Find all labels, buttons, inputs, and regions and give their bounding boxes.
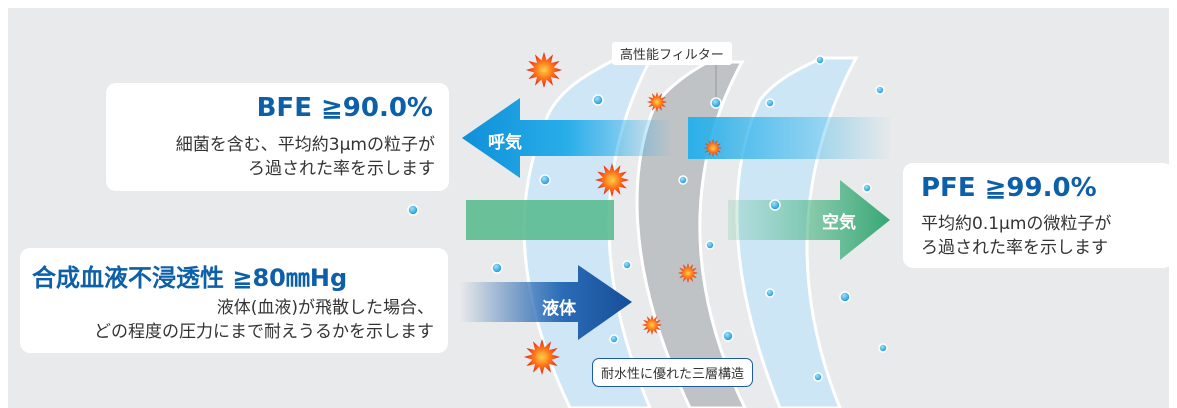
blood-description-line2: どの程度の圧力にまで耐えうるかを示します bbox=[94, 322, 434, 342]
air-arrow-left bbox=[466, 200, 614, 240]
bacteria-burst-icon bbox=[642, 315, 662, 335]
blood-resistance-box: 合成血液不浸透性 ≧80㎜Hg 液体(血液)が飛散した場合、 どの程度の圧力にま… bbox=[20, 248, 448, 353]
particle-dot bbox=[678, 175, 688, 185]
bfe-description-line2: ろ過された率を示します bbox=[248, 159, 435, 179]
pfe-title: PFE ≧99.0% bbox=[921, 173, 1097, 203]
particle-dot bbox=[539, 174, 551, 186]
particle-dot bbox=[592, 94, 604, 106]
particle-dot bbox=[862, 183, 872, 193]
particle-dot bbox=[765, 288, 775, 298]
pfe-box: PFE ≧99.0% 平均約0.1μmの微粒子が ろ過された率を示します bbox=[903, 163, 1173, 268]
liquid-label: 液体 bbox=[542, 299, 576, 319]
air-arrow bbox=[728, 180, 890, 260]
filter-callout: 高性能フィルター bbox=[612, 42, 732, 65]
particle-dot bbox=[813, 372, 823, 382]
blood-resistance-title: 合成血液不浸透性 ≧80㎜Hg bbox=[32, 264, 348, 292]
blood-description-line1: 液体(血液)が飛散した場合、 bbox=[216, 298, 434, 318]
exhale-arrow bbox=[462, 98, 672, 178]
particle-dot bbox=[622, 260, 632, 270]
bacteria-burst-icon bbox=[704, 139, 722, 157]
bacteria-burst-icon bbox=[595, 163, 629, 197]
bacteria-burst-icon bbox=[524, 339, 560, 375]
three-layer-callout: 耐水性に優れた三層構造 bbox=[592, 358, 754, 387]
exhale-arrow-tail bbox=[688, 117, 893, 159]
particle-dot bbox=[491, 262, 503, 274]
particle-dot bbox=[875, 85, 885, 95]
particle-dot bbox=[839, 291, 851, 303]
bacteria-burst-icon bbox=[678, 263, 698, 283]
pfe-description-line2: ろ過された率を示します bbox=[921, 238, 1108, 258]
bfe-description-line1: 細菌を含む、平均約3μmの粒子が bbox=[175, 135, 435, 155]
exhale-label: 呼気 bbox=[488, 133, 522, 153]
particle-dot bbox=[815, 55, 825, 65]
bfe-box: BFE ≧90.0% 細菌を含む、平均約3μmの粒子が ろ過された率を示します bbox=[106, 83, 449, 191]
particle-dot bbox=[609, 334, 619, 344]
pfe-description-line1: 平均約0.1μmの微粒子が bbox=[921, 214, 1112, 234]
particle-dot bbox=[769, 199, 781, 211]
air-label: 空気 bbox=[822, 213, 856, 233]
particle-dot bbox=[765, 98, 775, 108]
particle-dot bbox=[710, 97, 722, 109]
bacteria-burst-icon bbox=[647, 92, 667, 112]
liquid-arrow bbox=[460, 265, 632, 340]
bacteria-burst-icon bbox=[526, 52, 562, 88]
particle-dot bbox=[878, 343, 888, 353]
particle-dot bbox=[407, 204, 419, 216]
bfe-title: BFE ≧90.0% bbox=[256, 93, 433, 123]
particle-dot bbox=[722, 330, 734, 342]
particle-dot bbox=[705, 240, 715, 250]
